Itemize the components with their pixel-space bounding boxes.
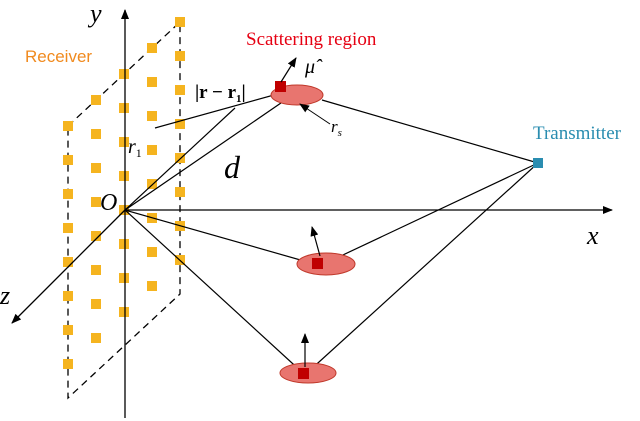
scattering-region-2 xyxy=(296,226,356,276)
receiver-element xyxy=(175,153,185,163)
r1-main: r xyxy=(128,136,136,158)
path-scatter2-transmitter xyxy=(327,162,539,263)
path-origin-scatter1 xyxy=(124,91,298,211)
receiver-element xyxy=(119,307,129,317)
receiver-elements xyxy=(63,17,185,369)
receiver-element xyxy=(175,51,185,61)
x-axis-label: x xyxy=(586,221,599,250)
receiver-element xyxy=(91,163,101,173)
receiver-element xyxy=(91,231,101,241)
receiver-element xyxy=(175,17,185,27)
receiver-element xyxy=(119,171,129,181)
receiver-element xyxy=(119,137,129,147)
difference-end: | xyxy=(242,82,246,103)
transmitter-label: Transmitter xyxy=(533,123,622,144)
receiver-element xyxy=(91,129,101,139)
receiver-element xyxy=(63,325,73,335)
y-axis-label: y xyxy=(87,0,102,28)
rs-subscript: s xyxy=(338,127,342,139)
receiver-element xyxy=(119,239,129,249)
path-scatter3-transmitter xyxy=(307,162,539,373)
receiver-element xyxy=(147,145,157,155)
receiver-element xyxy=(119,103,129,113)
difference-vector-label: |r − r1| xyxy=(195,82,246,105)
receiver-element xyxy=(119,69,129,79)
scattering-region-label: Scattering region xyxy=(246,29,377,50)
z-axis-label: z xyxy=(0,281,10,310)
scatter-point-3 xyxy=(298,368,309,379)
receiver-element xyxy=(147,77,157,87)
mu-vector-2 xyxy=(310,226,321,257)
z-axis xyxy=(11,209,126,324)
receiver-element xyxy=(63,189,73,199)
rs-pointer xyxy=(299,103,331,125)
receiver-element xyxy=(147,247,157,257)
receiver-element xyxy=(175,119,185,129)
receiver-element xyxy=(147,281,157,291)
receiver-element xyxy=(119,205,129,215)
receiver-element xyxy=(175,187,185,197)
scatter-point-2 xyxy=(312,258,323,269)
receiver-element xyxy=(147,179,157,189)
transmitter-point xyxy=(533,158,543,168)
rs-label: rs xyxy=(331,117,342,139)
propagation-paths xyxy=(124,89,539,375)
receiver-element xyxy=(63,155,73,165)
scattering-region-3 xyxy=(279,333,337,384)
axes xyxy=(11,9,613,418)
receiver-element xyxy=(119,273,129,283)
receiver-element xyxy=(175,85,185,95)
path-element-scatter1 xyxy=(154,89,293,129)
receiver-element xyxy=(63,291,73,301)
path-origin-scatter2 xyxy=(124,209,319,266)
path-scatter1-transmitter xyxy=(321,99,539,164)
receiver-element xyxy=(63,359,73,369)
receiver-element xyxy=(63,257,73,267)
r1-subscript: 1 xyxy=(136,146,142,160)
receiver-element xyxy=(147,43,157,53)
receiver-element xyxy=(91,299,101,309)
receiver-element xyxy=(91,265,101,275)
scatter-point-1 xyxy=(275,81,286,92)
receiver-element xyxy=(63,121,73,131)
mu-vector-1 xyxy=(280,57,297,83)
receiver-element xyxy=(63,223,73,233)
receiver-element xyxy=(91,197,101,207)
receiver-element xyxy=(91,333,101,343)
path-origin-scatter3 xyxy=(124,209,305,375)
origin-label: O xyxy=(100,190,117,216)
r1-vector xyxy=(124,107,236,211)
difference-subscript: 1 xyxy=(236,93,242,105)
difference-main: |r − r xyxy=(195,82,237,103)
mu-label: μ̂ xyxy=(304,56,323,78)
receiver-label: Receiver xyxy=(25,47,92,66)
r1-label: r1 xyxy=(128,136,142,160)
receiver-element xyxy=(147,111,157,121)
scattering-region-1 xyxy=(270,57,331,125)
distance-label: d xyxy=(224,149,241,185)
receiver-element xyxy=(91,95,101,105)
scatter-ellipse-2 xyxy=(296,252,356,276)
rs-main: r xyxy=(331,117,338,136)
receiver-plane-outline xyxy=(67,20,181,400)
receiver-array xyxy=(63,17,185,400)
